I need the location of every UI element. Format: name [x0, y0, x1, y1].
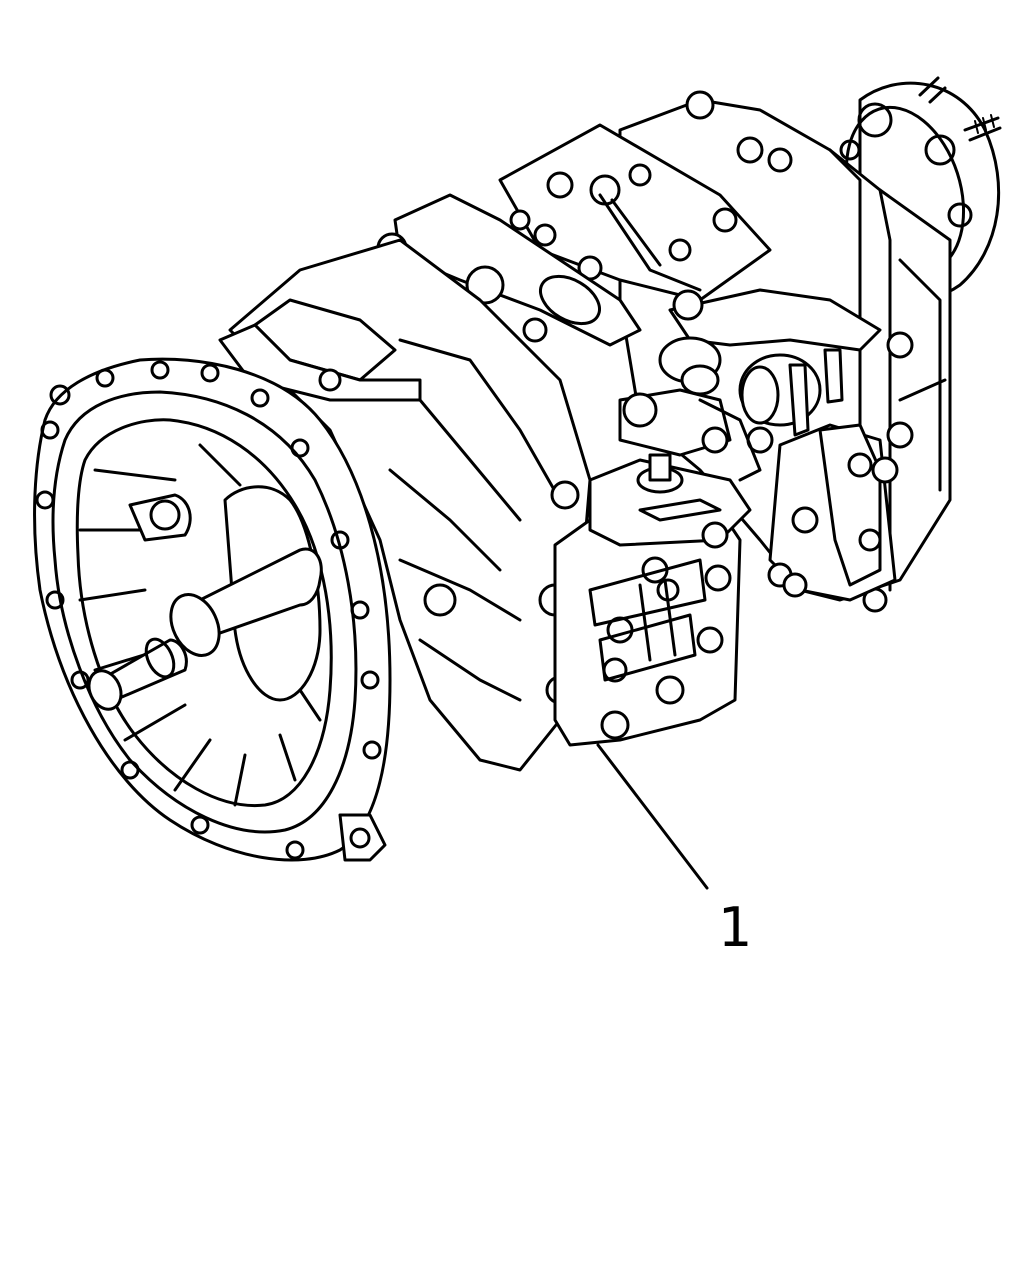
shift-rail-housing [376, 193, 642, 347]
callout-1: 1 [596, 743, 752, 959]
gear-shift-unit [553, 453, 752, 747]
callout-leader-line [596, 743, 709, 890]
valve-block [767, 423, 899, 602]
shift-mechanism [618, 288, 882, 482]
top-cover [498, 123, 772, 302]
input-shaft [87, 485, 323, 711]
callout-label-1: 1 [718, 896, 752, 959]
